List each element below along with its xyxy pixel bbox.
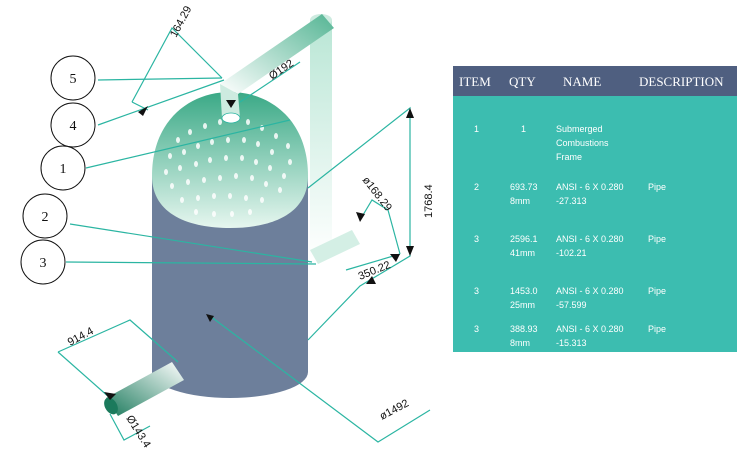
riser-pipe bbox=[310, 14, 360, 264]
header-item: ITEM bbox=[459, 74, 491, 89]
tank-top-dome bbox=[152, 92, 308, 228]
balloon-2: 2 bbox=[22, 193, 68, 239]
dim-riser-height: 1768.4 bbox=[423, 184, 435, 218]
svg-text:5: 5 bbox=[70, 72, 77, 87]
table-row: 2 693.73 8mm ANSI - 6 X 0.280 -27.313 Pi… bbox=[474, 182, 667, 206]
table-row: 3 388.93 8mm ANSI - 6 X 0.280 -15.313 Pi… bbox=[474, 324, 667, 348]
header-qty: QTY bbox=[509, 74, 536, 89]
inlet-pipe bbox=[104, 362, 184, 416]
dim-outlet-diameter: ø168.29 bbox=[360, 174, 394, 213]
dim-tank-diameter: ø1492 bbox=[378, 397, 411, 422]
svg-text:4: 4 bbox=[70, 119, 77, 134]
tank-body bbox=[152, 175, 308, 398]
bill-of-materials-table: ITEM QTY NAME DESCRIPTION 1 1 Submerged … bbox=[453, 66, 737, 352]
header-description: DESCRIPTION bbox=[639, 74, 724, 89]
table-header: ITEM QTY NAME DESCRIPTION bbox=[453, 66, 737, 96]
header-name: NAME bbox=[563, 74, 602, 89]
arrowheads bbox=[104, 100, 414, 400]
dim-outlet-offset: 350.22 bbox=[357, 259, 393, 283]
nozzle-holes bbox=[164, 119, 292, 217]
table-row: 3 2596.1 41mm ANSI - 6 X 0.280 -102.21 P… bbox=[474, 234, 667, 258]
balloon-4: 4 bbox=[50, 102, 96, 148]
balloon-1: 1 bbox=[40, 145, 86, 191]
svg-text:2: 2 bbox=[42, 210, 49, 225]
svg-text:3: 3 bbox=[40, 256, 47, 271]
dim-pipe-bend-top: 164.29 bbox=[168, 4, 194, 39]
table-row: 1 1 Submerged Combustions Frame bbox=[474, 124, 609, 162]
dim-inlet-diameter: Ø143.4 bbox=[123, 413, 152, 450]
balloon-3: 3 bbox=[20, 239, 66, 285]
balloon-5: 5 bbox=[50, 55, 96, 101]
table-row: 3 1453.0 25mm ANSI - 6 X 0.280 -57.599 P… bbox=[474, 286, 667, 310]
svg-text:1: 1 bbox=[60, 162, 67, 177]
dim-inlet-length: 914.4 bbox=[66, 325, 96, 349]
